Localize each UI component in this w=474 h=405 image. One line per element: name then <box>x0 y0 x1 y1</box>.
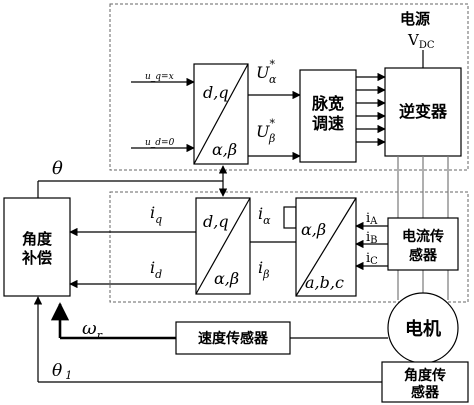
lower-left-transform-diagonal <box>195 197 251 295</box>
lower-left-transform-top: d,q <box>203 212 229 231</box>
lower-right-transform-top: α,β <box>301 220 326 239</box>
angle-compensation-block <box>3 197 71 297</box>
power-label: 电源 <box>400 10 430 28</box>
iq-label: iq <box>150 203 162 226</box>
i-beta-label: iβ <box>258 258 269 281</box>
lower-left-transform-bottom: α,β <box>214 269 239 288</box>
angle-comp-line2: 补偿 <box>21 249 52 267</box>
theta-label: θ <box>52 158 63 179</box>
lower-right-transform-bottom: a,b,c <box>305 273 344 292</box>
angle-comp-line1: 角度 <box>22 230 53 248</box>
pwm-line2: 调速 <box>312 114 344 133</box>
i-alpha-label: iα <box>258 204 271 227</box>
inverter-block <box>384 67 462 157</box>
i-alpha-small-box <box>283 206 297 229</box>
current-sensor-line1: 电流传 <box>402 228 444 245</box>
current-sensor-line2: 感器 <box>409 247 438 264</box>
upper-transform-top: d,q <box>203 83 229 102</box>
lower-dashed-frame <box>109 191 469 303</box>
pwm-line1: 脉宽 <box>311 94 344 113</box>
omega-r-label: ωr <box>82 318 103 342</box>
angle-sensor-block <box>381 361 469 403</box>
vdc-label: VDC <box>407 31 435 51</box>
uq-input-label: u_q=x <box>145 72 174 82</box>
id-label: id <box>150 258 162 281</box>
iC-label: iC <box>366 251 378 267</box>
iB-label: iB <box>366 230 378 246</box>
u-beta-label: U*β <box>256 117 275 145</box>
upper-transform-diagonal <box>193 63 249 165</box>
lower-right-transform-diagonal <box>295 197 357 297</box>
upper-transform-bottom: α,β <box>212 140 237 159</box>
pwm-block <box>299 69 357 163</box>
current-sensor-block <box>387 217 459 271</box>
motor-label: 电机 <box>405 318 441 340</box>
speed-sensor-block <box>175 321 291 355</box>
ud-input-label: u_d=0 <box>145 138 175 148</box>
inverter-label: 逆变器 <box>399 102 448 121</box>
speed-sensor-label: 速度传感器 <box>198 330 269 347</box>
iA-label: iA <box>366 211 378 227</box>
angle-sensor-line1: 角度传 <box>404 367 446 384</box>
u-alpha-label: U*α <box>256 58 277 86</box>
upper-dashed-frame <box>109 3 469 171</box>
angle-sensor-line2: 感器 <box>411 384 440 401</box>
